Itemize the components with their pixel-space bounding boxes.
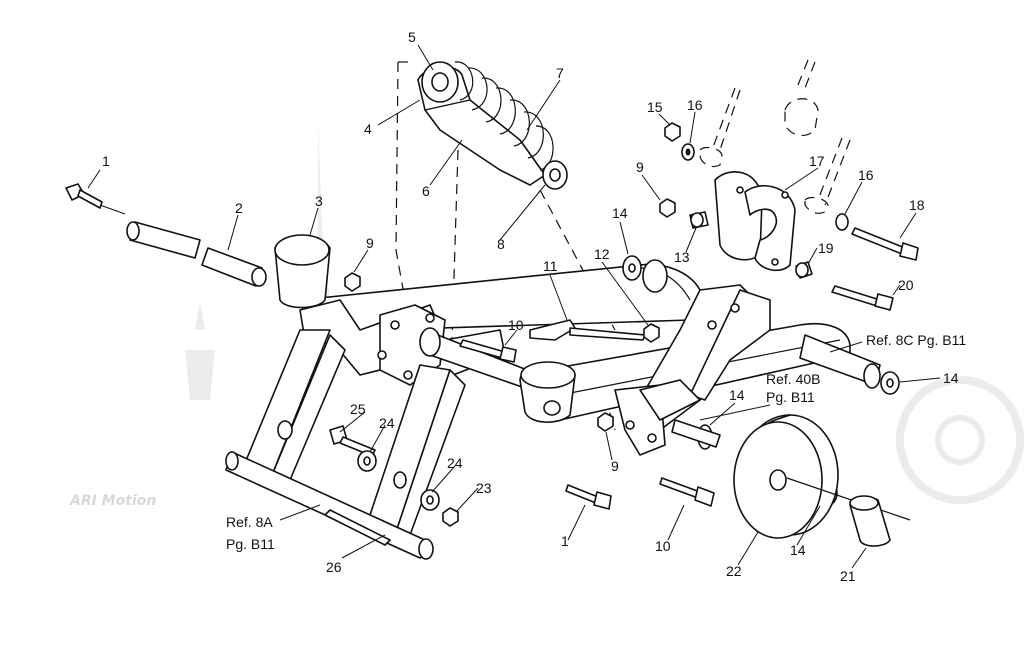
nut-23 — [442, 507, 459, 527]
callout-24-lower: 24 — [447, 455, 463, 471]
callout-14-upper: 14 — [612, 205, 628, 221]
callout-19: 19 — [818, 240, 834, 256]
watermark-tower-left — [185, 300, 215, 400]
upper-arm — [299, 259, 711, 336]
callout-23: 23 — [476, 480, 492, 496]
callout-14-right: 14 — [943, 370, 959, 386]
callout-14-wheel: 14 — [729, 387, 745, 403]
bushing-sleeve — [519, 361, 576, 423]
callout-6: 6 — [422, 183, 430, 199]
clip-11 — [529, 319, 646, 341]
ref-40b-label-line1: Ref. 40B — [766, 371, 820, 387]
bolt-18 — [851, 227, 919, 261]
bushing-19 — [795, 261, 813, 279]
ref-40b-label-line2: Pg. B11 — [766, 389, 815, 405]
callout-16-right: 16 — [858, 167, 874, 183]
callout-16-upper: 16 — [687, 97, 703, 113]
bolt-1-lower — [565, 484, 612, 510]
callout-9-upper: 9 — [366, 235, 374, 251]
leader-lines — [87, 44, 941, 569]
washer-24-upper — [357, 450, 377, 472]
callout-24-upper: 24 — [379, 415, 395, 431]
wheel-22 — [671, 414, 911, 539]
callout-21: 21 — [840, 568, 856, 584]
washer-16-upper — [681, 143, 695, 161]
watermark: ARI Motion — [69, 120, 1024, 509]
callout-12: 12 — [594, 246, 610, 262]
ref-8a-label-line1: Ref. 8A — [226, 514, 273, 530]
washer-14-right — [880, 371, 900, 395]
upper-rear-part — [699, 98, 829, 214]
rear-bracket — [614, 284, 771, 456]
bolt-10-lower — [659, 477, 715, 507]
nut-12 — [643, 323, 660, 343]
callout-7: 7 — [556, 65, 564, 81]
callout-3: 3 — [315, 193, 323, 209]
callout-15: 15 — [647, 99, 663, 115]
nut-9-mid — [659, 198, 676, 218]
callout-numbers: 5 7 4 6 8 1 2 3 9 11 12 10 15 16 9 14 13… — [102, 29, 959, 584]
callout-9-mid: 9 — [636, 159, 644, 175]
nut-15 — [664, 122, 681, 142]
watermark-text: ARI Motion — [69, 493, 156, 509]
callout-26: 26 — [326, 559, 342, 575]
callout-8: 8 — [497, 236, 505, 252]
callout-9-lower: 9 — [611, 458, 619, 474]
watermark-hub — [935, 415, 985, 465]
spacer-13 — [689, 211, 709, 229]
bolt-20 — [831, 285, 894, 311]
watermark-wheel — [896, 376, 1024, 504]
callout-4: 4 — [364, 121, 372, 137]
callout-1-lower: 1 — [561, 533, 569, 549]
callout-1-upper: 1 — [102, 153, 110, 169]
axle-spacers-2 — [99, 204, 267, 287]
nut-9-upper — [344, 272, 361, 292]
callout-14-lower: 14 — [790, 542, 806, 558]
callout-2: 2 — [235, 200, 243, 216]
washer-14-upper — [622, 255, 642, 281]
callout-22: 22 — [726, 563, 742, 579]
callout-13: 13 — [674, 249, 690, 265]
washer-24-lower — [420, 489, 440, 511]
nut-9-lower — [597, 412, 614, 432]
plates-17 — [714, 171, 796, 272]
watermark-spire — [310, 120, 330, 300]
ref-8c-label: Ref. 8C Pg. B11 — [866, 332, 966, 348]
callout-11: 11 — [543, 258, 558, 274]
callout-10-upper: 10 — [508, 317, 524, 333]
bolt-10-upper — [459, 339, 517, 363]
bolt-1-upper — [65, 183, 103, 209]
callout-20: 20 — [898, 277, 914, 293]
reference-labels: Ref. 8C Pg. B11 Ref. 40B Pg. B11 Ref. 8A… — [226, 332, 966, 552]
sleeve-3 — [274, 234, 331, 309]
washer-16-right — [835, 213, 849, 231]
callout-5: 5 — [408, 29, 416, 45]
left-swing-arms — [225, 329, 466, 560]
ref-8a-label-line2: Pg. B11 — [226, 536, 275, 552]
callout-25: 25 — [350, 401, 366, 417]
callout-17: 17 — [809, 153, 825, 169]
bushing-21 — [849, 495, 891, 547]
callout-18: 18 — [909, 197, 925, 213]
callout-10-lower: 10 — [655, 538, 671, 554]
shock-absorber — [417, 61, 568, 190]
